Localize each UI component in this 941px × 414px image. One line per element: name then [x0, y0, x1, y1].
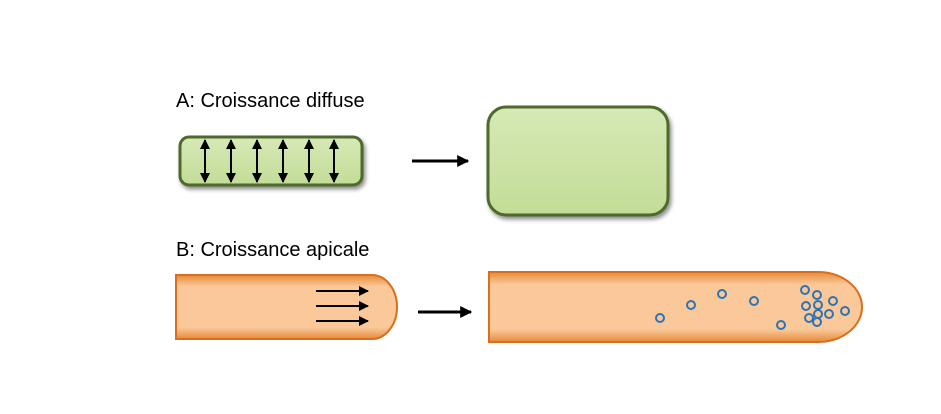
vesicle: [824, 309, 834, 319]
panel-a-large-cell: [486, 105, 670, 217]
vesicle: [800, 285, 810, 295]
vesicle: [812, 290, 822, 300]
expansion-arrows: [200, 139, 339, 183]
panel-b-long-hypha: [488, 271, 863, 343]
vesicle: [717, 289, 727, 299]
vesicle: [655, 313, 665, 323]
vesicle: [686, 300, 696, 310]
vesicles: [655, 285, 850, 330]
vesicle: [804, 313, 814, 323]
vesicle: [801, 301, 811, 311]
vesicle: [749, 296, 759, 306]
panel-b-label: B: Croissance apicale: [176, 239, 370, 261]
vesicle: [828, 296, 838, 306]
vesicle: [776, 320, 786, 330]
vesicle: [812, 317, 822, 327]
vesicle: [840, 306, 850, 316]
panel-a-small-cell: [178, 135, 364, 187]
panel-a-label: A: Croissance diffuse: [176, 90, 365, 112]
tip-growth-arrows: [316, 286, 369, 326]
